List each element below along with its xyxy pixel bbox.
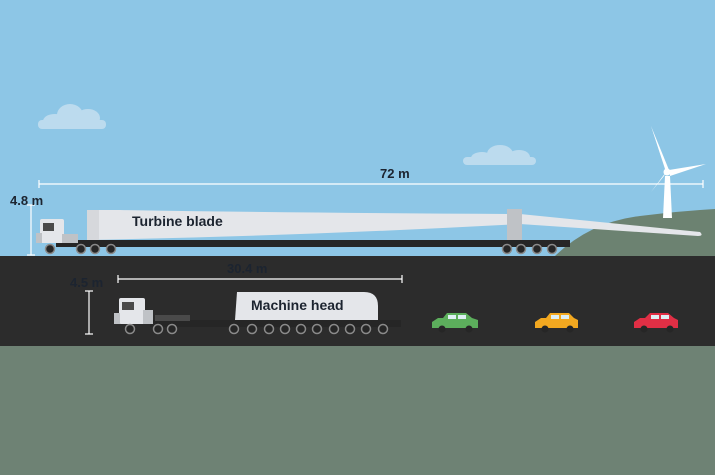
truck-icon (114, 298, 153, 324)
nacelle-trailer (150, 320, 401, 327)
blade-length-label: 72 m (380, 166, 410, 181)
hill (555, 209, 715, 256)
car-icon (432, 313, 478, 333)
blade-truck-wheels (44, 243, 558, 255)
machine-head (235, 292, 378, 320)
nacelle-length-dimension (117, 275, 403, 283)
nacelle-length-label: 30.4 m (227, 261, 268, 276)
wind-turbine-icon (651, 126, 706, 218)
cloud-icon (463, 145, 536, 165)
nacelle-height-label: 4.5 m (70, 275, 104, 290)
machine-head-label: Machine head (251, 297, 344, 313)
car-icon (634, 313, 678, 333)
cloud-icon (38, 104, 106, 129)
turbine-blade-label: Turbine blade (132, 213, 223, 229)
truck-icon (36, 219, 78, 243)
blade-rear-support (507, 209, 522, 240)
ground (0, 346, 715, 475)
blade-height-label: 4.8 m (10, 193, 44, 208)
nacelle-transport (85, 275, 403, 335)
car-icon (535, 313, 578, 333)
blade-trailer (56, 240, 570, 247)
nacelle-truck-wheels (124, 323, 389, 335)
turbine-blade (87, 210, 702, 240)
blade-height-dimension (27, 204, 35, 256)
blade-transport (27, 180, 704, 256)
blade-length-dimension (38, 180, 704, 188)
blade-root-mount (87, 210, 99, 240)
nacelle-height-dimension (85, 290, 93, 335)
